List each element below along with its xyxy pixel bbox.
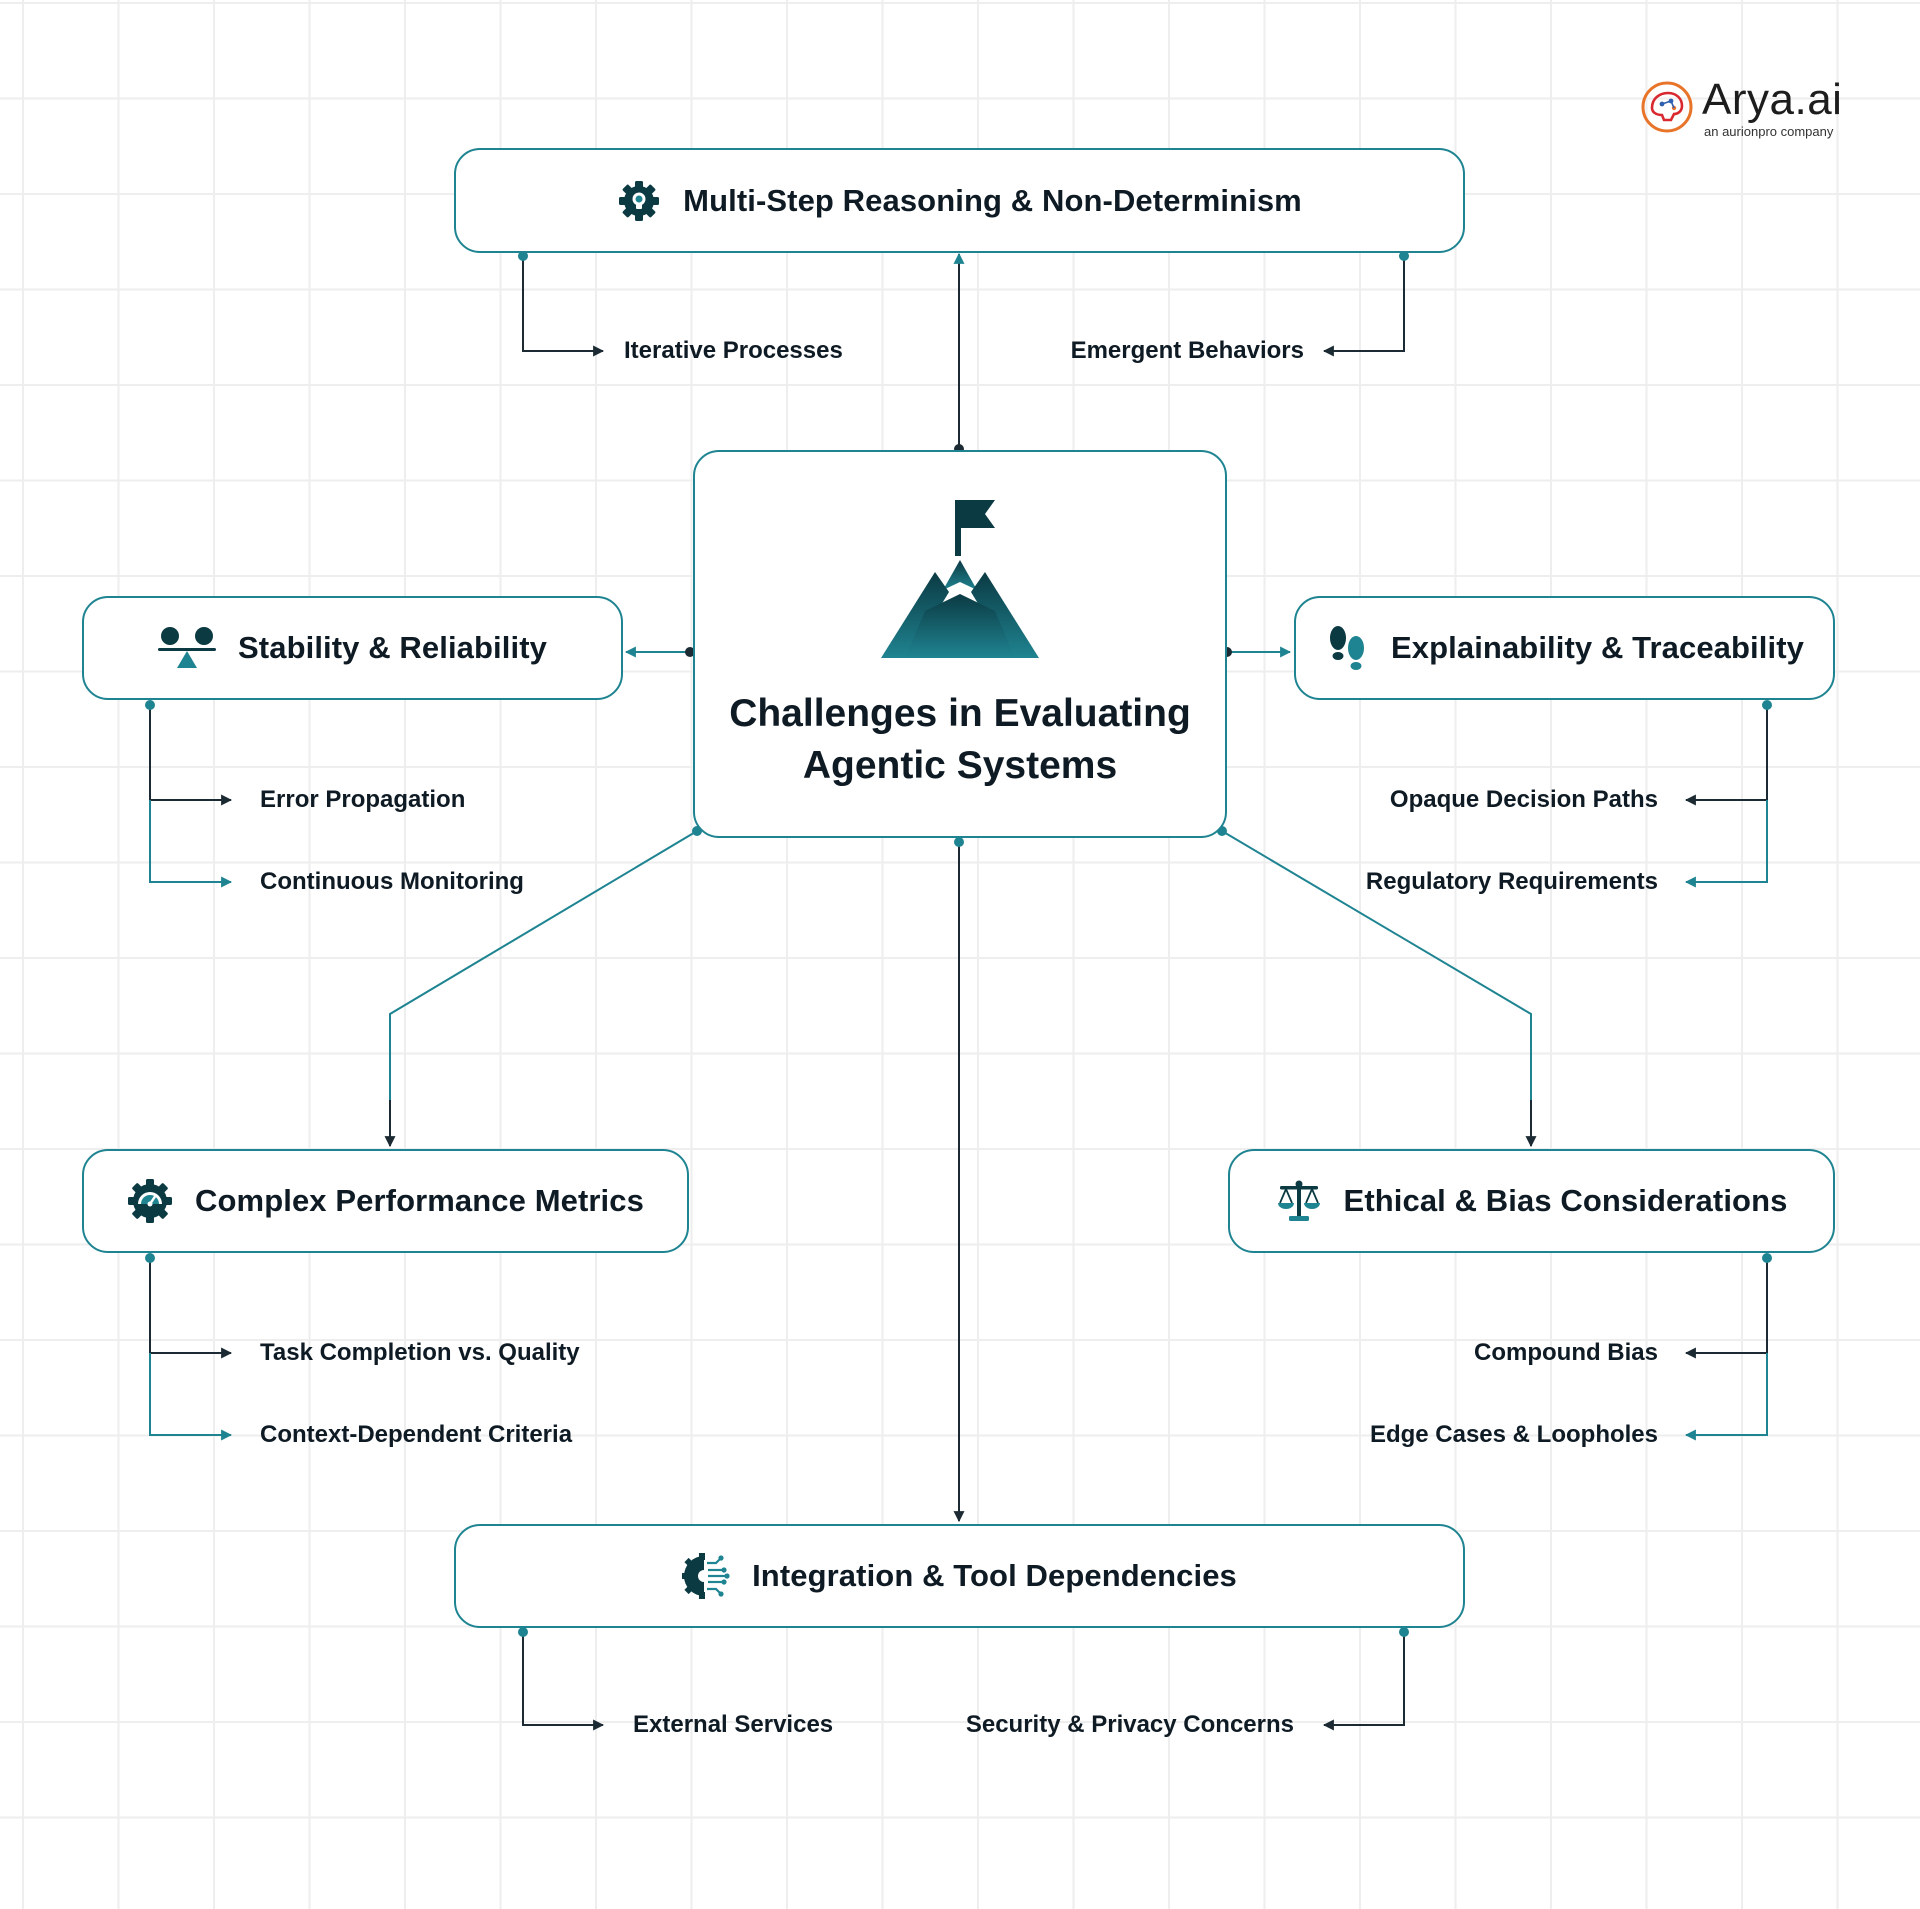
child-external-services: External Services bbox=[633, 1711, 834, 1738]
logo-tagline: an aurionpro company bbox=[1704, 124, 1834, 139]
child-task-completion-vs-quality: Task Completion vs. Quality bbox=[260, 1339, 580, 1366]
node-title: Multi-Step Reasoning & Non-Determinism bbox=[683, 182, 1302, 218]
child-compound-bias: Compound Bias bbox=[1474, 1339, 1658, 1366]
connector-performance-children bbox=[145, 1253, 233, 1441]
child-iterative-processes: Iterative Processes bbox=[624, 337, 843, 364]
connector-integration-children bbox=[518, 1627, 1409, 1731]
child-error-propagation: Error Propagation bbox=[260, 786, 466, 813]
connector-explainability-children bbox=[1684, 700, 1772, 888]
child-emergent-behaviors: Emergent Behaviors bbox=[1070, 337, 1304, 364]
gauge-gear-icon bbox=[128, 1179, 173, 1223]
scales-icon bbox=[1277, 1180, 1320, 1221]
arya-logo: Arya.ai an aurionpro company bbox=[1640, 75, 1843, 140]
node-title: Integration & Tool Dependencies bbox=[752, 1558, 1237, 1593]
node-explainability-traceability: Explainability & Traceability bbox=[1294, 596, 1835, 700]
node-title: Complex Performance Metrics bbox=[195, 1183, 644, 1218]
connector-center-to-lower bbox=[384, 826, 1537, 1148]
node-ethical-bias-considerations: Ethical & Bias Considerations bbox=[1228, 1149, 1835, 1253]
center-title-line-1: Challenges in Evaluating bbox=[729, 692, 1191, 735]
connector-center-to-bottom bbox=[953, 837, 965, 1523]
gear-circuit-icon bbox=[682, 1553, 730, 1599]
connector-ethical-children bbox=[1684, 1253, 1772, 1441]
node-multi-step-reasoning: Multi-Step Reasoning & Non-Determinism bbox=[454, 148, 1465, 253]
child-edge-cases-loopholes: Edge Cases & Loopholes bbox=[1369, 1421, 1658, 1448]
child-security-privacy-concerns: Security & Privacy Concerns bbox=[965, 1711, 1294, 1738]
node-title: Ethical & Bias Considerations bbox=[1343, 1183, 1788, 1218]
connector-multi-step-children bbox=[518, 251, 1409, 357]
center-title: Challenges in Evaluating Agentic Systems bbox=[695, 688, 1225, 792]
child-opaque-decision-paths: Opaque Decision Paths bbox=[1389, 786, 1658, 813]
connector-stability-children bbox=[145, 700, 233, 888]
node-stability-reliability: Stability & Reliability bbox=[82, 596, 623, 700]
node-title: Explainability & Traceability bbox=[1391, 630, 1804, 665]
child-context-dependent-criteria: Context-Dependent Criteria bbox=[260, 1421, 573, 1448]
child-continuous-monitoring: Continuous Monitoring bbox=[260, 868, 524, 895]
arya-brain-logo-icon bbox=[1641, 81, 1693, 133]
center-node: Challenges in Evaluating Agentic Systems bbox=[693, 450, 1227, 838]
footprints-icon bbox=[1330, 626, 1365, 670]
logo-wordmark: Arya.ai bbox=[1702, 75, 1843, 124]
child-regulatory-requirements: Regulatory Requirements bbox=[1365, 868, 1658, 895]
mountain-flag-icon bbox=[881, 500, 1039, 658]
connector-center-to-top bbox=[953, 252, 965, 454]
node-complex-performance-metrics: Complex Performance Metrics bbox=[82, 1149, 689, 1253]
center-title-line-2: Agentic Systems bbox=[802, 744, 1118, 787]
node-title: Stability & Reliability bbox=[238, 630, 547, 665]
balance-icon bbox=[158, 627, 217, 668]
node-integration-tool-dependencies: Integration & Tool Dependencies bbox=[454, 1524, 1465, 1628]
gear-bulb-icon bbox=[619, 180, 660, 221]
